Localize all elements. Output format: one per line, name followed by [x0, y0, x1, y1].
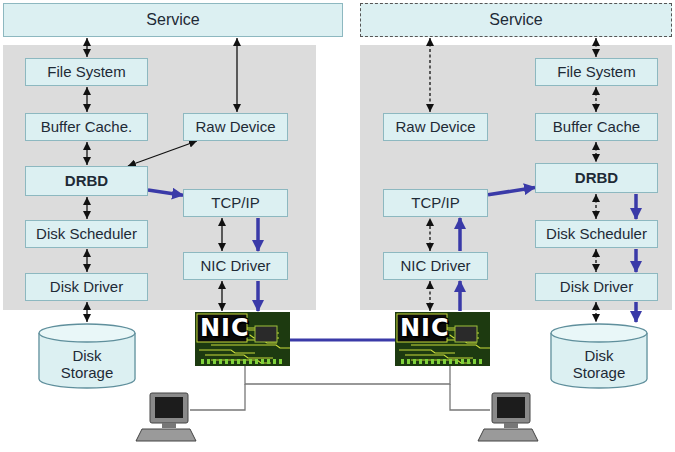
nic-label: NIC — [200, 315, 250, 343]
nic-card: NIC — [195, 312, 290, 366]
replication-arrow — [634, 249, 638, 272]
layer-box: NIC Driver — [183, 252, 288, 280]
io-connector — [595, 87, 596, 112]
replication-arrow — [458, 218, 462, 251]
node-label: TCP/IP — [211, 194, 259, 211]
node-label: TCP/IP — [411, 194, 459, 211]
io-connector — [221, 218, 222, 251]
io-connector — [86, 302, 87, 322]
node-label: Disk Driver — [50, 278, 123, 295]
layer-box: Disk Scheduler — [25, 220, 148, 248]
io-connector — [595, 194, 596, 219]
replication-arrow — [290, 339, 395, 342]
node-label: NIC Driver — [201, 257, 271, 274]
layer-box: Disk Driver — [535, 273, 658, 301]
lan-wire — [450, 384, 490, 410]
io-connector — [221, 281, 222, 311]
io-connector — [128, 141, 197, 166]
io-connector — [86, 249, 87, 272]
nic-card: NIC — [395, 312, 490, 366]
io-connector — [595, 249, 596, 272]
service-bar: Service — [360, 3, 672, 37]
layer-box: Disk Scheduler — [535, 220, 658, 248]
service-bar: Service — [3, 3, 343, 37]
node-label: File System — [557, 63, 635, 80]
layer-box: Disk Driver — [25, 273, 148, 301]
node-label: Service — [146, 11, 199, 29]
replication-arrow — [148, 190, 183, 195]
io-connector — [86, 87, 87, 112]
node-label: Buffer Cache. — [41, 118, 132, 135]
drbd-box: DRBD — [535, 163, 658, 193]
layer-box: Buffer Cache — [535, 113, 658, 141]
right-host-panel — [360, 45, 672, 310]
replication-arrow — [458, 281, 462, 311]
layer-box: TCP/IP — [183, 189, 288, 217]
io-connector — [86, 142, 87, 165]
computer-icon — [136, 393, 196, 441]
left-host-panel — [3, 45, 316, 310]
io-connector — [429, 281, 430, 311]
node-label: Raw Device — [395, 118, 475, 135]
io-connector — [595, 142, 596, 162]
node-label: Disk Storage — [566, 347, 632, 382]
layer-box: Raw Device — [183, 113, 288, 141]
replication-arrow — [634, 194, 638, 219]
layer-box: Buffer Cache. — [25, 113, 148, 141]
node-label: Disk Driver — [560, 278, 633, 295]
lan-wire — [245, 366, 450, 384]
nic-label: NIC — [400, 315, 450, 343]
disk-cylinder: Disk Storage — [38, 323, 136, 389]
io-connector — [595, 302, 596, 322]
layer-box: NIC Driver — [383, 252, 488, 280]
replication-arrow — [634, 302, 638, 322]
replication-arrow — [256, 218, 260, 251]
layer-box: File System — [535, 58, 658, 86]
computer-icon — [478, 393, 538, 441]
node-label: DRBD — [575, 169, 618, 186]
node-label: Service — [489, 11, 542, 29]
node-label: Raw Device — [195, 118, 275, 135]
node-label: Disk Scheduler — [546, 225, 647, 242]
node-label: Buffer Cache — [553, 118, 640, 135]
lan-wire — [190, 384, 245, 410]
io-connector — [236, 38, 237, 112]
io-connector — [86, 197, 87, 219]
layer-box: Raw Device — [383, 113, 488, 141]
node-label: Disk Storage — [54, 347, 120, 382]
layer-box: TCP/IP — [383, 189, 488, 217]
io-connector — [429, 218, 430, 251]
disk-cylinder: Disk Storage — [550, 323, 648, 389]
lan-wires — [190, 366, 490, 410]
io-connector — [86, 38, 87, 57]
node-label: Disk Scheduler — [36, 225, 137, 242]
io-connector — [595, 38, 596, 57]
node-label: File System — [47, 63, 125, 80]
io-connector — [429, 38, 430, 112]
drbd-box: DRBD — [25, 166, 148, 196]
node-label: NIC Driver — [401, 257, 471, 274]
replication-arrow — [256, 281, 260, 311]
node-label: DRBD — [65, 172, 108, 189]
layer-box: File System — [25, 58, 148, 86]
replication-arrow — [488, 188, 535, 195]
